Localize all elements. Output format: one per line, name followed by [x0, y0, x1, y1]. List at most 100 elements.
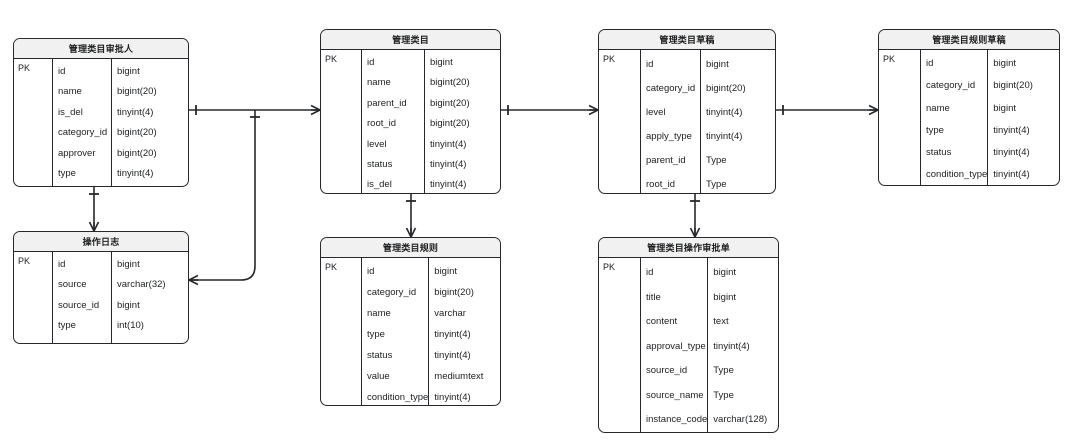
field-name-cell: source [58, 279, 87, 291]
field-name-cell: category_id [646, 83, 696, 94]
field-name-cell: content [646, 316, 678, 327]
field-type-cell: tinyint(4) [434, 392, 471, 403]
field-type-cell: bigint(20) [706, 83, 746, 94]
field-name-cell: approver [58, 147, 96, 159]
field-type-cell: tinyint(4) [434, 329, 471, 340]
field-name-cell: status [367, 158, 393, 170]
field-name-cell: is_del [367, 179, 392, 191]
relationship-rel-category-draft-to-approval-form [689, 194, 701, 238]
field-name-cell: id [367, 57, 375, 68]
primary-key-label: PK [325, 262, 338, 272]
field-name-cell: id [926, 58, 934, 69]
field-type-cell: bigint [706, 59, 729, 70]
field-type-cell: mediumtext [434, 371, 484, 382]
field-type-cell: bigint(20) [434, 287, 474, 298]
field-type-cell: varchar(32) [117, 279, 166, 291]
field-name-cell: status [367, 350, 393, 361]
entity-title-category-approver: 管理类目审批人 [14, 39, 188, 59]
field-type-cell: bigint [993, 58, 1016, 69]
field-type-cell: bigint(20) [430, 97, 470, 109]
field-name-cell: id [367, 266, 375, 277]
relationship-rel-category-to-approver [189, 104, 321, 116]
field-name-cell: type [926, 124, 944, 136]
field-type-cell: tinyint(4) [430, 138, 467, 150]
field-type-cell: Type [706, 155, 727, 166]
field-name-cell: id [58, 259, 66, 270]
field-type-cell: varchar [434, 308, 466, 319]
primary-key-label: PK [18, 256, 31, 266]
relationship-rel-category-to-category-rule [405, 194, 417, 238]
relationship-rel-category-to-category-draft [501, 104, 599, 116]
field-type-cell: bigint(20) [117, 86, 157, 98]
field-type-cell: bigint [117, 299, 140, 311]
field-type-cell: bigint [713, 267, 736, 278]
field-type-cell: tinyint(4) [430, 179, 467, 191]
primary-key-label: PK [325, 54, 338, 64]
field-name-cell: value [367, 371, 390, 382]
field-type-cell: bigint(20) [117, 127, 157, 139]
entity-title-category-draft: 管理类目草稿 [599, 30, 775, 50]
field-type-cell: bigint [993, 102, 1016, 114]
key-column-category-draft: PK [599, 50, 641, 193]
entity-title-operation-log: 操作日志 [14, 232, 188, 252]
field-type-cell: tinyint(4) [993, 169, 1030, 181]
field-name-cell: id [646, 267, 654, 278]
field-type-cell: tinyint(4) [706, 131, 743, 142]
field-name-cell: root_id [646, 179, 676, 190]
key-column-category: PK [321, 50, 362, 193]
field-type-cell: bigint(20) [430, 77, 470, 89]
field-type-cell: tinyint(4) [993, 147, 1030, 159]
field-type-cell: bigint(20) [430, 118, 470, 130]
key-column-category-rule: PK [321, 258, 362, 405]
field-name-cell: name [367, 308, 391, 319]
key-column-category-approver: PK [14, 59, 53, 186]
field-name-cell: instance_code [646, 414, 708, 425]
entity-title-category: 管理类目 [321, 30, 500, 50]
field-name-cell: id [58, 66, 66, 77]
field-type-cell: bigint [117, 259, 140, 270]
field-type-cell: tinyint(4) [993, 124, 1030, 136]
field-type-cell: bigint(20) [117, 147, 157, 159]
field-name-cell: level [646, 107, 666, 118]
entity-title-category-rule-draft: 管理类目规则草稿 [879, 30, 1059, 50]
field-name-cell: parent_id [367, 97, 407, 109]
field-name-cell: status [926, 147, 952, 159]
field-name-cell: condition_type [367, 392, 429, 403]
field-name-cell: title [646, 291, 661, 303]
relationship-rel-category-draft-to-category-rule-draft [776, 104, 879, 116]
field-type-cell: Type [706, 179, 727, 190]
field-name-cell: name [926, 102, 950, 114]
field-name-cell: id [646, 59, 654, 70]
field-type-cell: tinyint(4) [117, 106, 154, 118]
field-name-cell: is_del [58, 106, 83, 118]
field-type-cell: tinyint(4) [434, 350, 471, 361]
field-name-cell: source_name [646, 389, 704, 401]
field-name-cell: root_id [367, 118, 397, 130]
primary-key-label: PK [603, 262, 616, 272]
primary-key-label: PK [603, 54, 616, 64]
